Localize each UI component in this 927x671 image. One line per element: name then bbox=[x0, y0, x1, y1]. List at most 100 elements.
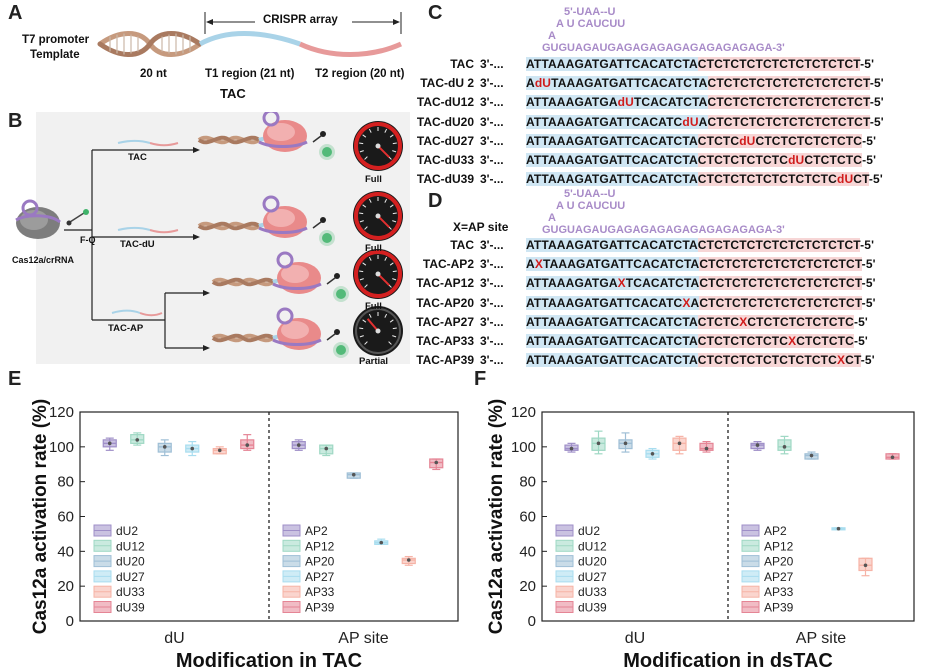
seq-body: ATTAAAGATGATTCACATCTACTCTCXCTCTCTCTCTCTC… bbox=[526, 314, 868, 329]
mod-mark: dU bbox=[682, 114, 699, 129]
t1-part-a: ATTAAAGATGA bbox=[526, 276, 618, 291]
t1-seg: ATTAAAGATGATTCACATCTA bbox=[526, 172, 698, 187]
t1-seg: ATTAAAGATGAXTCACATCTA bbox=[526, 276, 700, 291]
seq-suffix: -5' bbox=[853, 334, 868, 348]
legend-entry: AP12 bbox=[305, 539, 335, 553]
seq-name: TAC-dU 2 bbox=[420, 76, 474, 91]
gauge-1-label: Full bbox=[365, 174, 382, 185]
tac-caption: TAC bbox=[220, 86, 246, 101]
seq-suffix: -5' bbox=[868, 172, 883, 187]
seq-body: ATTAAAGATGATTCACATCTACTCTCTCTCTCdUCTCTCT… bbox=[526, 153, 876, 167]
t1-part-b: TAAAGATGATTCACATCTA bbox=[542, 257, 700, 272]
t2-seg: CTCTCTCTCTCTCTCTCTCT bbox=[707, 76, 870, 91]
crrna-c-line2: A U CAUCUU bbox=[556, 18, 626, 30]
y-tick-label: 20 bbox=[57, 578, 74, 595]
seq-prefix: 3'-... bbox=[480, 314, 504, 329]
legend-entry: dU12 bbox=[116, 539, 145, 553]
panel-b-diagram bbox=[15, 139, 210, 351]
legend-entry: AP33 bbox=[305, 585, 335, 599]
t2-part-b: CT bbox=[845, 353, 861, 368]
seq-name: TAC-AP27 bbox=[416, 314, 474, 329]
t2-seg: CTCTCTCTCTCXCTCTCTC bbox=[697, 334, 854, 348]
seq-body: ATTAAAGATGATTCACATCTACTCTCTCTCTCTCTCTCXC… bbox=[526, 353, 875, 368]
legend-entry: AP12 bbox=[764, 539, 794, 553]
box-ap27 bbox=[374, 538, 389, 545]
mod-mark: X bbox=[682, 295, 691, 310]
t2-part-a: CTCTCTCTCTCTCTCTCTCT bbox=[699, 276, 862, 291]
box-du33 bbox=[672, 435, 687, 455]
t2-part-a: CTCTCTCTCTCTCTCTC bbox=[697, 172, 837, 187]
seq-name: TAC-dU12 bbox=[416, 95, 474, 110]
legend-entry: dU2 bbox=[578, 524, 600, 538]
seq-suffix: -5' bbox=[860, 238, 875, 252]
box-ap2 bbox=[750, 441, 765, 451]
transcription-complexes bbox=[197, 112, 351, 360]
t2-part-b: CTCTCTCTCTCTC bbox=[755, 133, 863, 148]
t1-seg: ATTAAAGATGATTCACATCTA bbox=[526, 57, 698, 71]
t1-seg: ATTAAAGATGATTCACATCdUA bbox=[526, 114, 708, 129]
mod-mark-t2: X bbox=[836, 353, 846, 368]
crrna-c-line1: 5'-UAA--U bbox=[564, 6, 616, 18]
seq-body: ATTAAAGATGATTCACATCXACTCTCTCTCTCTCTCTCTC… bbox=[526, 295, 876, 310]
t2-seg: CTCTCTCTCTCTCTCTCdUCT bbox=[697, 172, 869, 187]
t1-part-a: ATTAAAGATGATTCACATCTA bbox=[526, 334, 698, 348]
box-du39 bbox=[240, 434, 255, 451]
t2-part-a: CTCTCTCTCTCTCTCTCTCT bbox=[707, 76, 870, 91]
seq-prefix: 3'-... bbox=[480, 76, 504, 91]
seq-name: TAC bbox=[450, 57, 474, 71]
legend-entry: AP39 bbox=[764, 601, 794, 615]
t1-seg: ATTAAAGATGATTCACATCTA bbox=[526, 353, 698, 368]
t1-seg: ATTAAAGATGAdUTCACATCTA bbox=[526, 95, 708, 110]
gauge-3-label: Full bbox=[365, 301, 382, 312]
t2-part-a: CTCTCTCTCTCTCTCTCTCT bbox=[697, 57, 861, 71]
seq-suffix: -5' bbox=[853, 314, 868, 329]
y-tick-label: 80 bbox=[519, 474, 536, 491]
seq-prefix: 3'-... bbox=[480, 133, 504, 148]
seq-name: TAC-dU33 bbox=[416, 153, 474, 167]
seq-prefix: 3'-... bbox=[480, 153, 504, 167]
mod-mark: X bbox=[534, 257, 543, 272]
box-du33 bbox=[212, 446, 227, 455]
crrna-c: 5'-UAA--U A U CAUCUU A GUGUAGAUGAGAGAGAG… bbox=[532, 6, 785, 54]
t2-seg: CTCTCXCTCTCTCTCTCTC bbox=[697, 314, 854, 329]
seq-body: ATTAAAGATGAdUTCACATCTACTCTCTCTCTCTCTCTCT… bbox=[526, 95, 884, 110]
complex-label: Cas12a/crRNA bbox=[12, 255, 75, 265]
t2-seg: CTCTCTCTCTCdUCTCTCTC bbox=[697, 153, 863, 167]
y-tick-label: 0 bbox=[66, 613, 74, 630]
box-du27 bbox=[185, 441, 200, 457]
t2-part-a: CTCTCTCTCTCTCTCTCTCT bbox=[707, 114, 870, 129]
mod-mark-t2: dU bbox=[788, 153, 805, 167]
crrna-d-line3: A bbox=[548, 212, 556, 224]
x-ap-definition: X=AP site bbox=[453, 220, 509, 234]
crrna-c-line4: GUGUAGAUGAGAGAGAGAGAGAGAGAGA-3' bbox=[542, 42, 785, 54]
box-du12 bbox=[591, 430, 606, 455]
box-du20 bbox=[157, 439, 172, 457]
y-tick-label: 80 bbox=[57, 474, 74, 491]
seq-prefix: 3'-... bbox=[480, 257, 504, 272]
seq-body: ATTAAAGATGATTCACATCdUACTCTCTCTCTCTCTCTCT… bbox=[526, 114, 884, 129]
seq-suffix: -5' bbox=[869, 114, 884, 129]
t2-seg: CTCTCTCTCTCTCTCTCXCT bbox=[697, 353, 861, 368]
box-ap27 bbox=[831, 526, 846, 531]
legend-entry: dU2 bbox=[116, 524, 138, 538]
legend-entry: dU12 bbox=[578, 539, 607, 553]
seq-name: TAC-AP33 bbox=[416, 334, 474, 348]
t1-part-a: A bbox=[526, 76, 535, 91]
t1-seg: ATTAAAGATGATTCACATCTA bbox=[526, 153, 698, 167]
t1-part-a: ATTAAAGATGATTCACATC bbox=[526, 114, 683, 129]
t1-part-b: A bbox=[698, 114, 708, 129]
seq-prefix: 3'-... bbox=[480, 334, 504, 348]
y-axis-title: Cas12a activation rate (%) bbox=[486, 399, 507, 635]
box-du2 bbox=[102, 437, 117, 451]
t1-seg: ATTAAAGATGATTCACATCTA bbox=[526, 334, 698, 348]
seq-suffix: -5' bbox=[869, 95, 884, 110]
seq-suffix: -5' bbox=[861, 276, 876, 291]
group-label: dU bbox=[625, 630, 645, 647]
seq-prefix: 3'-... bbox=[480, 95, 504, 110]
t2-part-a: CTCTC bbox=[697, 314, 740, 329]
legend-entry: dU39 bbox=[116, 601, 145, 615]
t1-seg: ATTAAAGATGATTCACATCTA bbox=[526, 314, 698, 329]
y-tick-label: 120 bbox=[511, 404, 536, 421]
speed-gauges bbox=[353, 121, 403, 356]
